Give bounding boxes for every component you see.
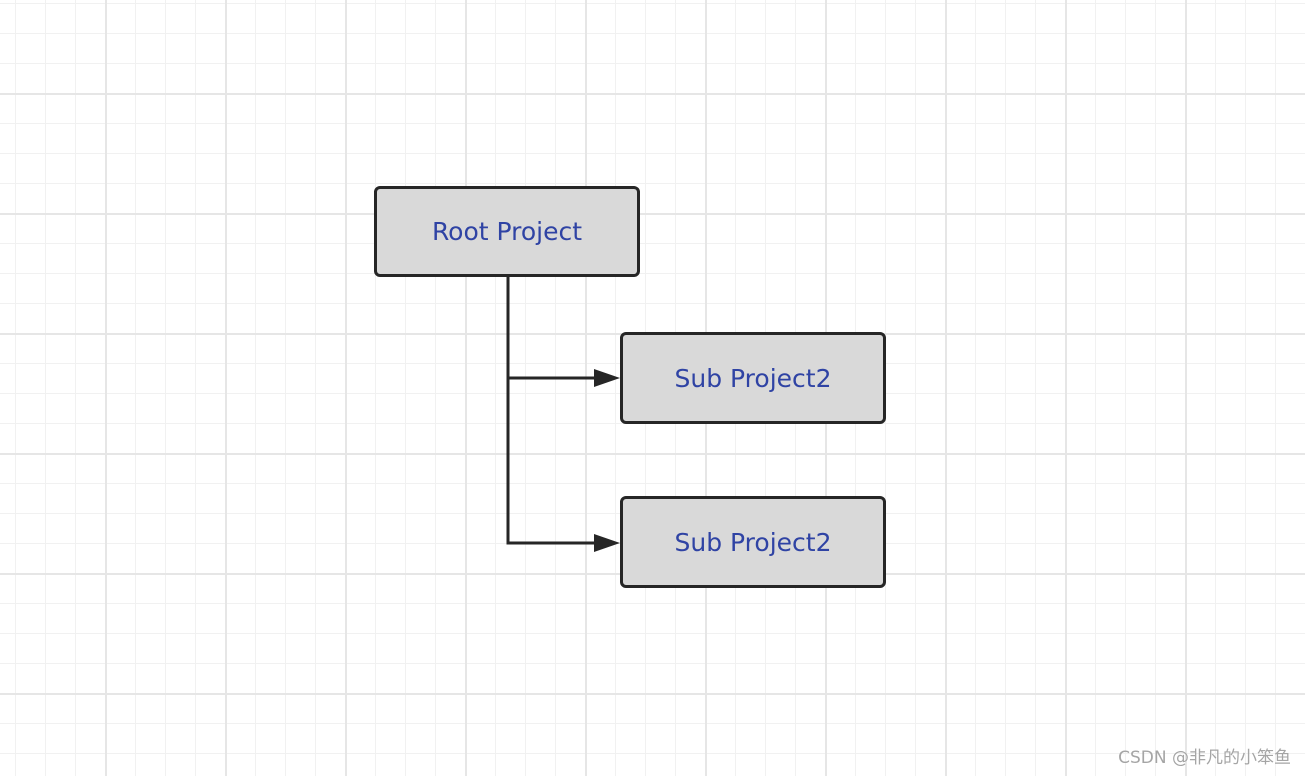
node-root-project[interactable]: Root Project <box>374 186 640 277</box>
arrowhead-sub1 <box>594 369 620 387</box>
node-sub-project-2[interactable]: Sub Project2 <box>620 496 886 588</box>
watermark: CSDN @非凡的小笨鱼 <box>1118 748 1291 768</box>
arrowhead-sub2 <box>594 534 620 552</box>
node-label: Sub Project2 <box>674 363 832 393</box>
node-label: Root Project <box>431 217 583 246</box>
node-sub-project-1[interactable]: Sub Project2 <box>620 332 886 424</box>
node-label: Sub Project2 <box>674 527 832 557</box>
